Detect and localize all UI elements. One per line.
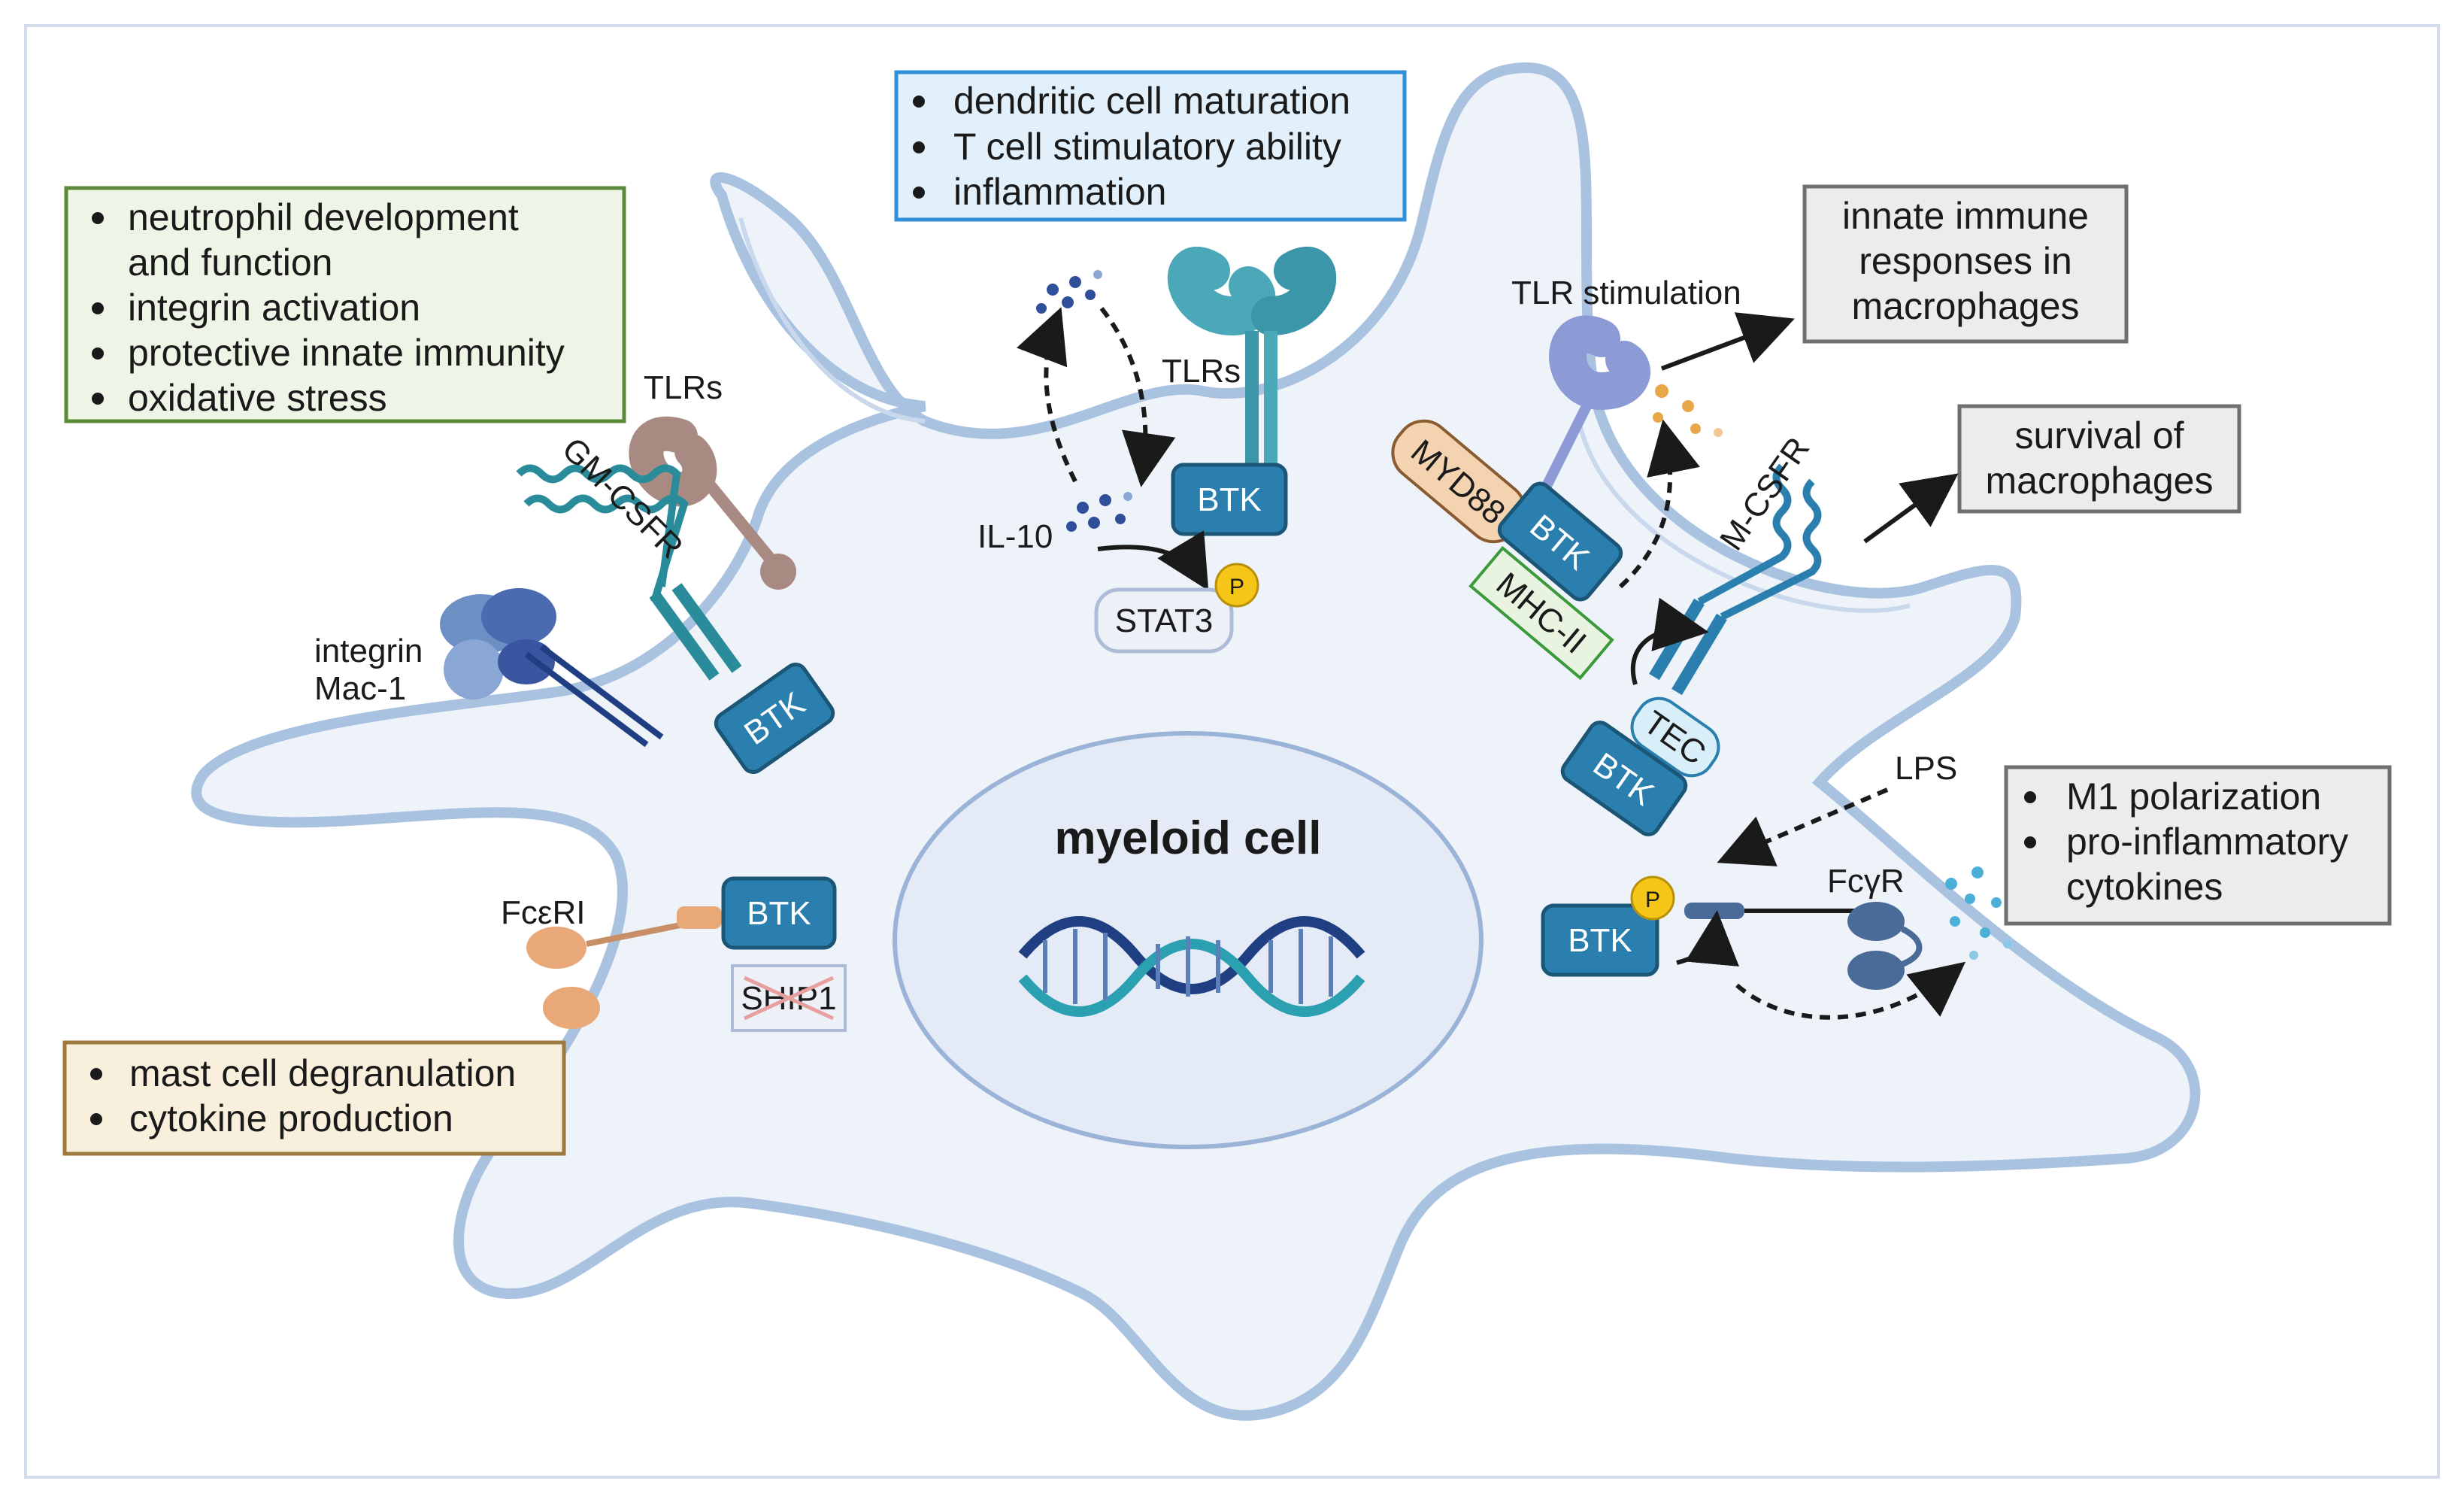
btk-mast: BTK [721,876,837,950]
m1-box: M1 polarization pro-inflammatory cytokin… [2004,765,2392,926]
integrin-label-1: integrin [314,633,423,669]
innate-line-1: innate immune [1842,195,2089,237]
dendritic-box: dendritic cell maturation T cell stimula… [894,70,1407,222]
phospho-stat3-label: P [1229,575,1244,599]
mast-line-1: mast cell degranulation [129,1052,516,1094]
tlr-stim-arrow [1660,312,1795,371]
innate-line-2: responses in [1859,240,2072,282]
cytokine-arrow [1735,961,1966,1020]
btk-myd88: BTK [1497,481,1623,602]
mast-line-2: cytokine production [129,1097,453,1139]
neutrophil-line-5: oxidative stress [128,377,387,419]
cell-membrane-inner [738,217,1911,613]
fceri-label: FcεRI [501,894,586,931]
m1-line-1: M1 polarization [2066,775,2321,818]
fcgr-activation-arrow [1676,910,1739,967]
tlr-purple-icon [1536,315,1650,499]
neutrophil-line-1: neutrophil development [128,196,519,238]
dna-icon [1018,916,1365,1017]
fceri-icon [526,906,722,1029]
phospho-stat3: P [1214,563,1259,608]
tlr-stimulation-label: TLR stimulation [1511,275,1741,311]
survival-box: survival of macrophages [1957,404,2241,514]
innate-line-3: macrophages [1852,285,2080,327]
btk-fcgr-label: BTK [1568,922,1632,959]
tlrs-left-label: TLRs [644,369,723,406]
phospho-btk: P [1630,875,1675,921]
survival-line-1: survival of [2014,414,2184,457]
integrin-mac1-icon [440,588,664,748]
tec-activation-arrow [1630,597,1709,685]
btk-top: BTK [1171,463,1288,536]
btk-top-label: BTK [1197,481,1262,518]
il10-to-stat3-arrow [1097,530,1209,591]
dendritic-line-1: dendritic cell maturation [953,80,1350,122]
m1-line-2: pro-inflammatory [2066,821,2348,863]
btk-fcgr: BTK [1541,903,1659,977]
dendritic-line-3: inflammation [953,171,1166,213]
stat3-box: STAT3 [1094,587,1234,654]
il10-arrow-up [1017,307,1077,483]
tlr-left-icon [629,416,796,590]
tlr-ligand-arrow [1618,419,1700,589]
stat3-label: STAT3 [1115,602,1213,639]
neutrophil-line-3: integrin activation [128,287,420,329]
gm-csfr-icon [516,464,742,681]
mast-box: mast cell degranulation cytokine product… [62,1040,566,1156]
innate-box: innate immune responses in macrophages [1802,184,2129,344]
neutrophil-line-4: protective innate immunity [128,332,565,374]
integrin-label-2: Mac-1 [314,670,406,707]
neutrophil-box: neutrophil development and function inte… [64,186,626,423]
btk-left: BTK [714,662,835,775]
m-csfr-survival-arrow [1863,473,1959,544]
fcgr-label: FcγR [1827,863,1905,900]
phospho-btk-label: P [1645,888,1660,912]
tlr-top-icon [1167,247,1337,481]
il10-label: IL-10 [977,518,1053,555]
neutrophil-line-2: and function [128,241,332,284]
btk-mast-label: BTK [747,895,811,932]
ship1-box: SHIP1 [731,964,847,1032]
lps-label: LPS [1895,750,1957,787]
cytokine-dots-blue [1945,866,2012,960]
survival-line-2: macrophages [1986,460,2214,502]
tlrs-top-label: TLRs [1162,353,1241,390]
btk-tec: BTK [1560,721,1688,836]
m1-line-3: cytokines [2066,866,2223,908]
il10-molecules [1036,270,1132,532]
cell-title: myeloid cell [1055,812,1322,864]
lps-arrow [1717,787,1889,866]
dendritic-line-2: T cell stimulatory ability [953,126,1341,168]
il10-arrow-down [1099,307,1176,487]
